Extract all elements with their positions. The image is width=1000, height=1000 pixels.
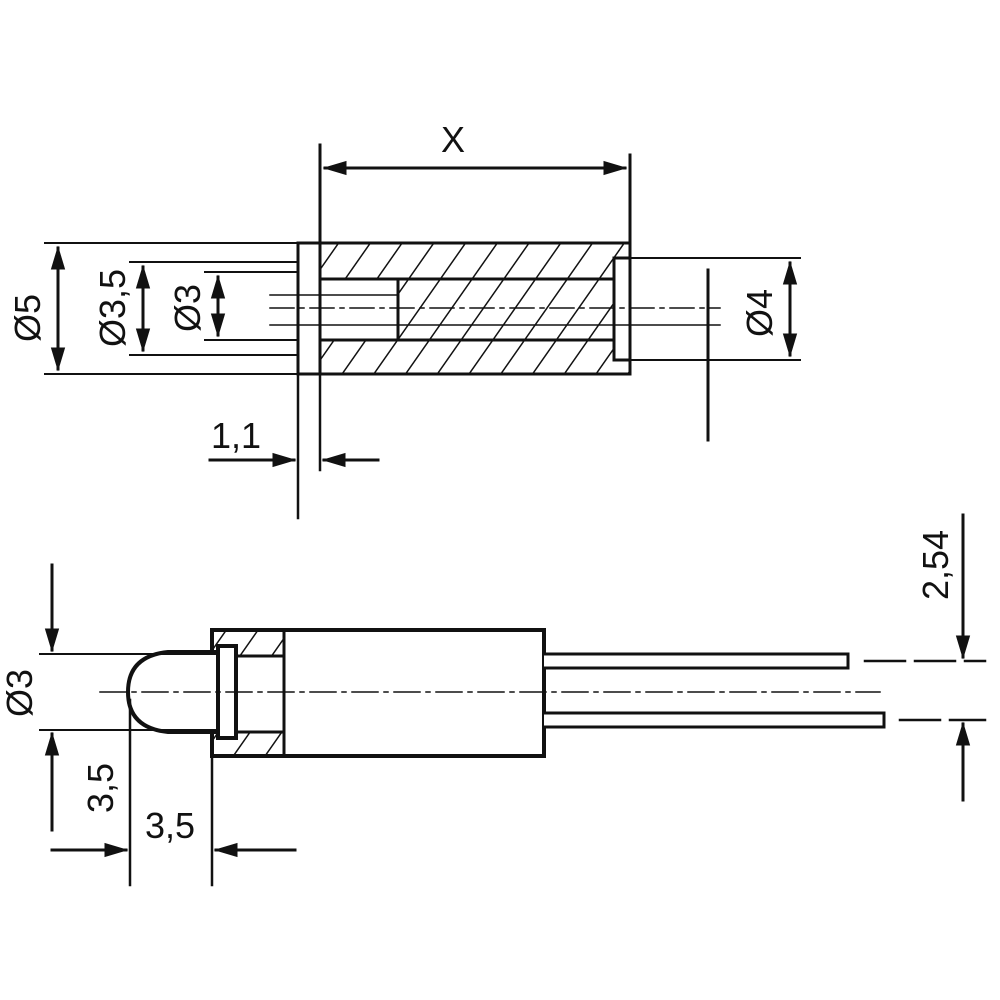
dimension-led-length-label: 3,5 xyxy=(145,805,195,846)
dimension-led-diameter-3: Ø3 xyxy=(0,563,216,832)
top-view: X Ø5 xyxy=(7,119,801,520)
led-holder xyxy=(210,628,546,758)
dimension-diameter-3-label: Ø3 xyxy=(167,284,208,332)
dimension-flange-1-1-label: 1,1 xyxy=(211,415,261,456)
dimension-led-offset-label: 3,5 xyxy=(80,763,121,813)
dimension-pin-pitch: 2,54 xyxy=(863,513,987,802)
dimension-led-offset: 3,5 xyxy=(80,763,121,813)
dimension-diameter-3-5-label: Ø3,5 xyxy=(92,269,133,347)
dimension-pin-pitch-label: 2,54 xyxy=(915,530,956,600)
dimension-flange-1-1: 1,1 xyxy=(208,372,380,520)
dimension-diameter-3-5: Ø3,5 xyxy=(92,261,299,356)
sleeve-section xyxy=(269,241,721,376)
bottom-view: Ø3 3,5 3,5 2,54 xyxy=(0,513,987,887)
dimension-diameter-4-label: Ø4 xyxy=(739,289,780,337)
led-pins xyxy=(544,652,886,729)
dimension-diameter-3: Ø3 xyxy=(167,271,299,341)
dimension-led-diameter-3-label: Ø3 xyxy=(0,669,40,717)
dimension-x-label: X xyxy=(441,119,465,160)
dimension-x: X xyxy=(318,119,632,247)
dimension-diameter-5-label: Ø5 xyxy=(7,294,48,342)
dimension-led-length: 3,5 xyxy=(50,698,297,887)
dimension-diameter-4: Ø4 xyxy=(629,257,801,442)
dimension-diameter-5: Ø5 xyxy=(7,242,299,375)
